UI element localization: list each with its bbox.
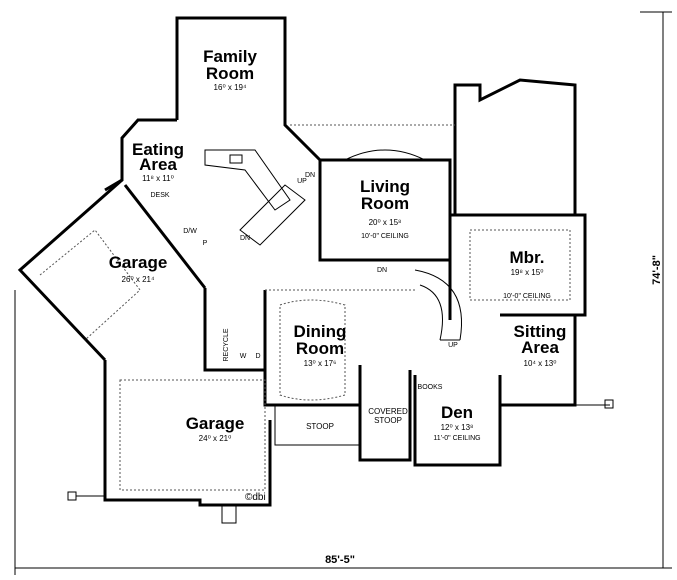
stair-up-label: UP [448, 342, 458, 349]
room-name: COVERED [368, 407, 408, 416]
stair-down-label: DN [240, 235, 250, 242]
room-dims: 10⁴ x 13⁰ [524, 359, 557, 368]
room-name: Family [203, 47, 257, 66]
stair-down-label: DN [305, 172, 315, 179]
stair-up-label: UP [297, 178, 307, 185]
room-name: Room [296, 339, 344, 358]
recycle-label: RECYCLE [223, 328, 230, 361]
room-dims: 20⁰ x 15⁸ [369, 218, 402, 227]
room-dims: 24⁰ x 21⁰ [199, 434, 232, 443]
room-name: Garage [109, 253, 168, 272]
room-name: Living [360, 177, 410, 196]
dimension-lines: 74'-8" 85'-5" [14, 11, 672, 575]
room-ceiling: 11'-0" CEILING [433, 435, 480, 442]
room-living: Living Room 20⁰ x 15⁸ 10'-0" CEILING [360, 177, 410, 240]
room-stoop: STOOP [306, 422, 334, 431]
room-name: Mbr. [510, 248, 545, 267]
room-name: Sitting [514, 322, 567, 341]
room-dining: Dining Room 13⁰ x 17⁶ [294, 322, 347, 368]
room-name: Eating [132, 140, 184, 159]
depth-dimension: 74'-8" [651, 255, 663, 285]
room-name: Garage [186, 414, 245, 433]
walls [17, 16, 614, 524]
room-name: STOOP [306, 422, 334, 431]
room-dims: 26⁰ x 21⁴ [122, 275, 155, 284]
room-ceiling: 10'-0" CEILING [361, 233, 409, 240]
dishwasher-label: D/W [183, 228, 197, 235]
room-name: Room [206, 64, 254, 83]
room-name: Dining [294, 322, 347, 341]
washer-label: W [240, 353, 247, 360]
room-dims: 16⁰ x 19⁴ [214, 83, 247, 92]
room-ceiling: 10'-0" CEILING [503, 293, 551, 300]
room-dims: 19⁸ x 15⁰ [511, 268, 544, 277]
room-mbr: Mbr. 19⁸ x 15⁰ 10'-0" CEILING [503, 248, 551, 300]
room-eating: Eating Area 11⁸ x 11⁰ [132, 140, 184, 183]
room-dims: 11⁸ x 11⁰ [142, 174, 174, 183]
room-name: Den [441, 403, 473, 422]
room-covered-stoop: COVERED STOOP [368, 407, 408, 425]
room-dims: 12⁰ x 13⁸ [441, 423, 474, 432]
step-down-label: DN [377, 267, 387, 274]
width-dimension: 85'-5" [325, 554, 355, 566]
room-sitting: Sitting Area 10⁴ x 13⁰ [514, 322, 567, 368]
copyright-mark: ©dbi [245, 492, 266, 503]
desk-label: DESK [150, 192, 169, 199]
room-name: STOOP [374, 416, 402, 425]
books-label: BOOKS [418, 384, 443, 391]
pantry-label: P [203, 240, 208, 247]
room-name: Area [139, 155, 177, 174]
room-garage-lower: Garage 24⁰ x 21⁰ [186, 414, 245, 443]
room-name: Room [361, 194, 409, 213]
room-den: Den 12⁰ x 13⁸ 11'-0" CEILING [433, 403, 480, 442]
room-dims: 13⁰ x 17⁶ [304, 359, 337, 368]
annotations: DESK D/W P RECYCLE W D UP DN DN DN UP BO… [150, 172, 458, 503]
room-name: Area [521, 338, 559, 357]
room-garage-upper: Garage 26⁰ x 21⁴ [109, 253, 168, 284]
room-family: Family Room 16⁰ x 19⁴ [203, 47, 257, 92]
dryer-label: D [255, 353, 260, 360]
